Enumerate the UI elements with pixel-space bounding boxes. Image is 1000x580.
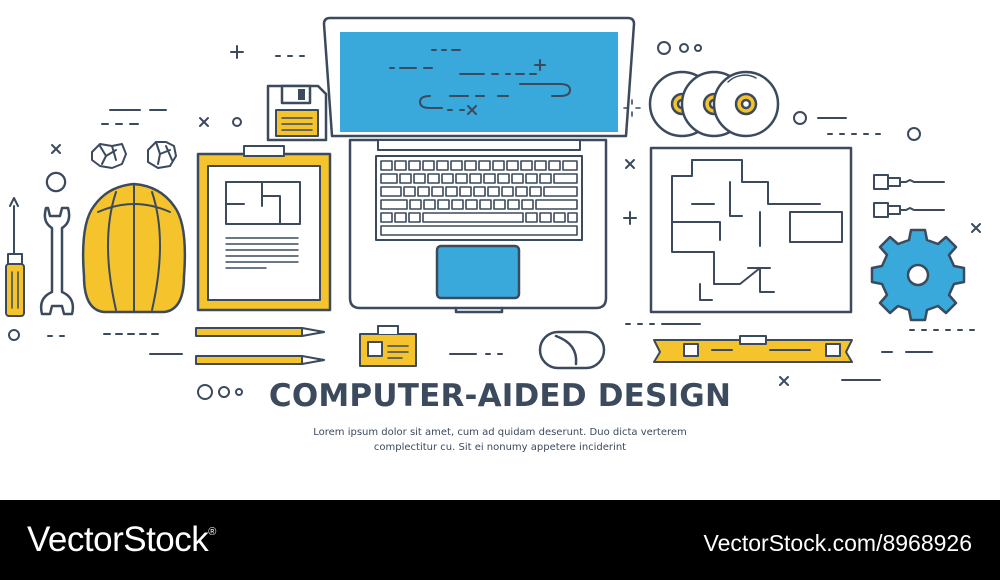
- clipboard-icon: [196, 145, 332, 312]
- subtitle-line-2: complectitur cu. Sit ei nonumy appetere …: [373, 442, 627, 453]
- cad-illustration: [5, 16, 981, 400]
- mouse-icon: [538, 330, 606, 370]
- pencil-icon: [195, 327, 325, 365]
- brand-text: VectorStock: [27, 520, 209, 559]
- laptop-icon: [322, 16, 636, 314]
- decorative-marks: [8, 41, 981, 400]
- illustration-canvas: COMPUTER-AIDED DESIGN Lorem ipsum dolor …: [5, 16, 981, 455]
- screwdriver-icon: [5, 197, 25, 317]
- crumpled-paper-icon: [91, 141, 177, 169]
- id-badge-icon: [359, 325, 417, 367]
- vectorstock-logo: VectorStock®: [27, 520, 216, 560]
- page-subtitle: Lorem ipsum dolor sit amet, cum ad quida…: [250, 425, 750, 455]
- registered-mark: ®: [208, 526, 216, 538]
- usb-cable-icon: [873, 174, 945, 218]
- spirit-level-icon: [653, 335, 853, 363]
- gear-icon: [870, 228, 966, 322]
- vectorstock-url: VectorStock.com/8968926: [703, 530, 973, 556]
- blueprint-icon: [649, 146, 853, 314]
- cd-discs-icon: [648, 70, 780, 138]
- watermark-footer: VectorStock® VectorStock.com/8968926: [0, 500, 1000, 580]
- page-title: COMPUTER-AIDED DESIGN: [268, 378, 732, 414]
- floppy-disk-icon: [266, 84, 328, 142]
- subtitle-line-1: Lorem ipsum dolor sit amet, cum ad quida…: [313, 427, 687, 438]
- wrench-icon: [39, 171, 75, 316]
- hard-hat-icon: [81, 182, 187, 314]
